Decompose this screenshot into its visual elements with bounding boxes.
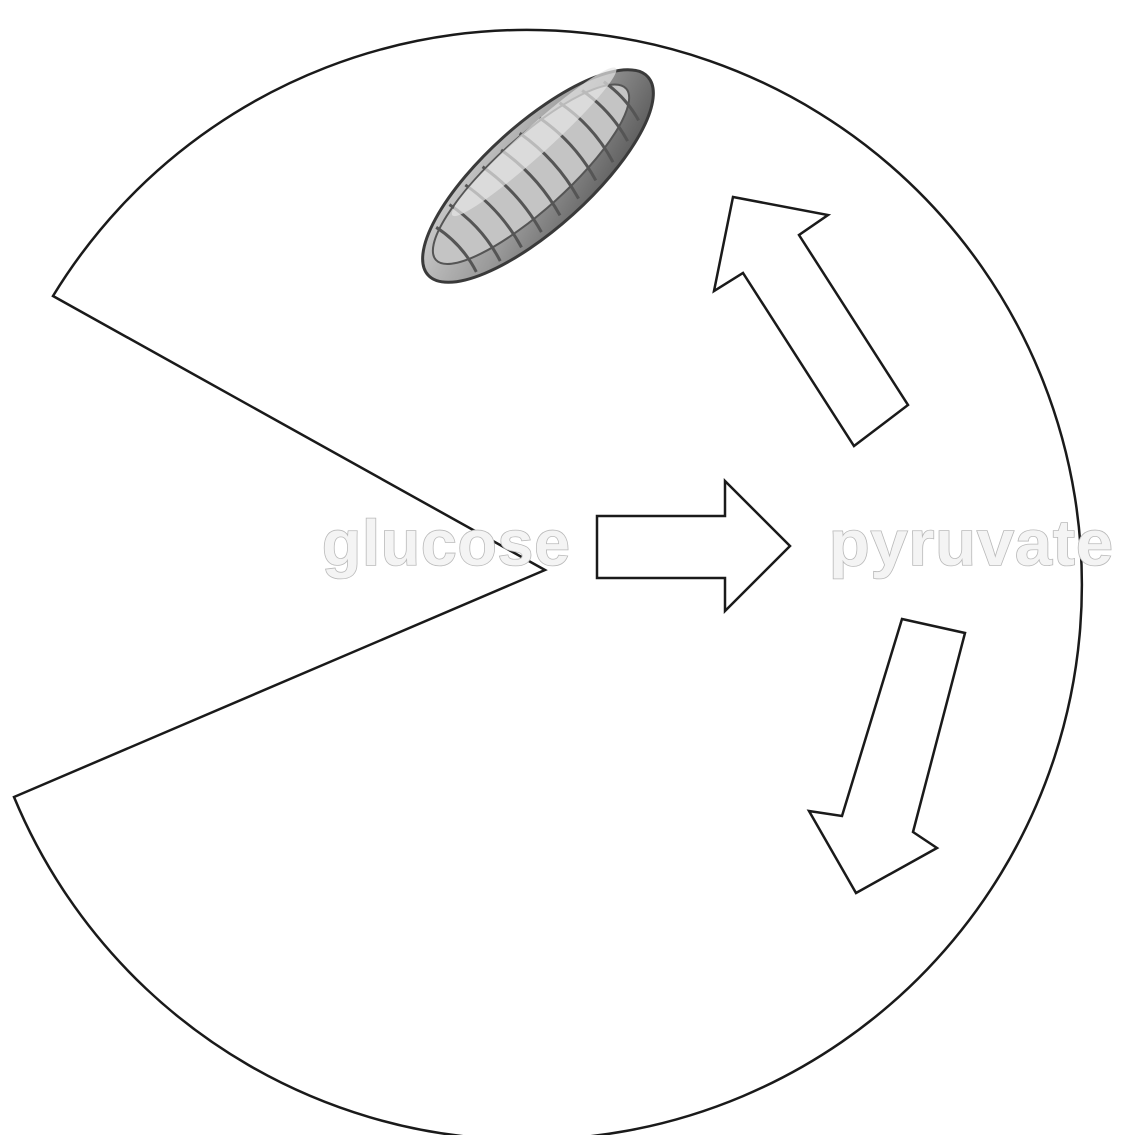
pyruvate-label: pyruvate xyxy=(829,507,1114,579)
glucose-label: glucose xyxy=(322,507,571,579)
